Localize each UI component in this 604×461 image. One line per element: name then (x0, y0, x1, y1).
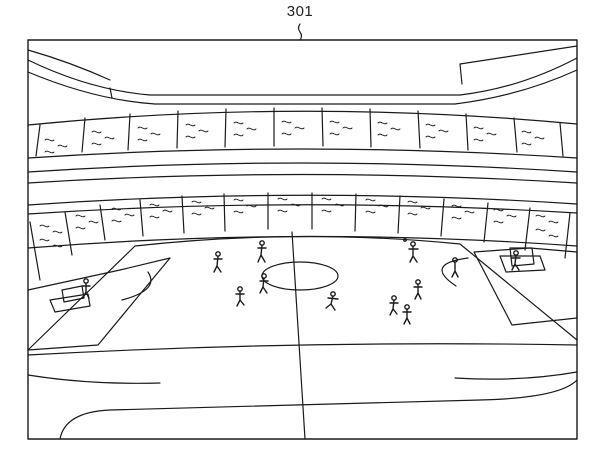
reference-numeral: 301 (286, 3, 314, 20)
right-goal-area (499, 255, 546, 273)
player (403, 238, 407, 242)
pitch-outline (27, 235, 578, 351)
leader-line (297, 23, 303, 41)
centre-circle (261, 261, 339, 291)
crowd-marks (39, 120, 559, 248)
roof-band (27, 45, 578, 105)
player (408, 241, 419, 263)
image-frame (27, 39, 578, 440)
lower-stand-edge (27, 343, 578, 356)
halfway-line (291, 231, 306, 440)
right-penalty-area (473, 247, 578, 326)
left-goal (61, 285, 85, 303)
player (235, 286, 245, 307)
player (259, 273, 269, 294)
player (213, 251, 223, 273)
player (510, 250, 521, 271)
players (81, 238, 521, 325)
left-penalty-arc (121, 271, 152, 301)
player (402, 304, 412, 325)
right-penalty-arc (441, 257, 469, 287)
player (413, 279, 423, 300)
left-penalty-area (27, 257, 171, 351)
player (451, 257, 459, 278)
right-goal (509, 247, 535, 267)
player (389, 295, 399, 316)
player (325, 291, 339, 311)
player (257, 240, 267, 263)
pitch (27, 231, 578, 440)
foreground-bowl (27, 371, 578, 440)
player (81, 278, 91, 299)
upper-stand (27, 107, 578, 184)
left-goal-area (49, 293, 91, 313)
